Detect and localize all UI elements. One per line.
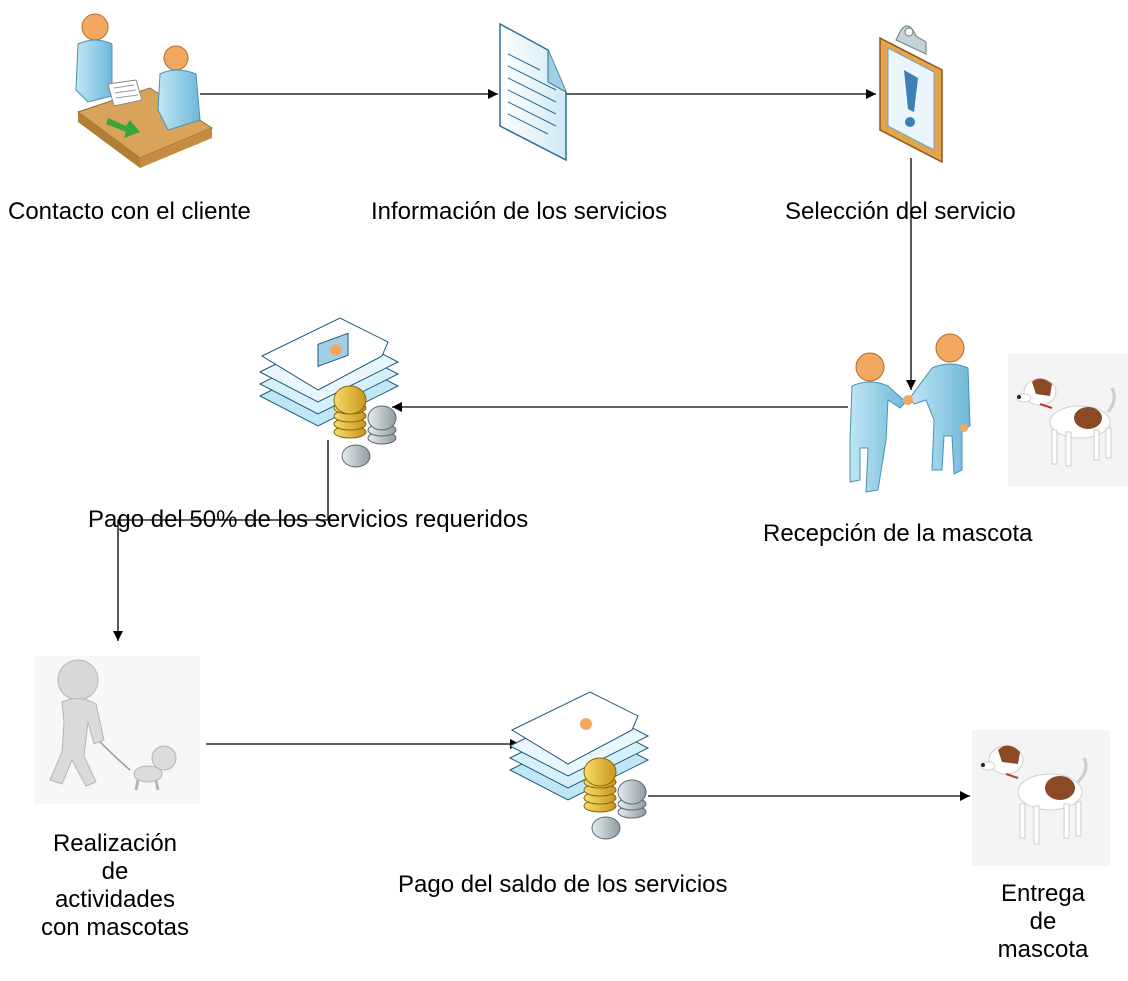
arrow-pago50-realizacion (113, 440, 329, 641)
label-entrega: Entrega de mascota (997, 880, 1089, 963)
label-contacto: Contacto con el cliente (8, 198, 251, 225)
document-icon (499, 22, 567, 162)
handshake-icon (849, 333, 971, 493)
clipboard-alert-icon (879, 25, 943, 164)
person-walking-dog-icon (34, 656, 200, 804)
label-pago-saldo: Pago del saldo de los servicios (398, 871, 728, 898)
label-pago50: Pago del 50% de los servicios requeridos (88, 506, 529, 533)
connectors (113, 89, 970, 801)
label-seleccion: Selección del servicio (785, 198, 1016, 225)
dog-icon (972, 730, 1110, 866)
meeting-desk-icon (75, 13, 214, 168)
label-recepcion: Recepción de la mascota (763, 520, 1033, 547)
payment-coins-icon (508, 691, 650, 840)
dog-icon (1008, 354, 1128, 486)
label-informacion: Información de los servicios (371, 198, 668, 225)
label-realizacion: Realización de actividades con mascotas (40, 830, 190, 941)
payment-coins-icon (258, 317, 400, 468)
